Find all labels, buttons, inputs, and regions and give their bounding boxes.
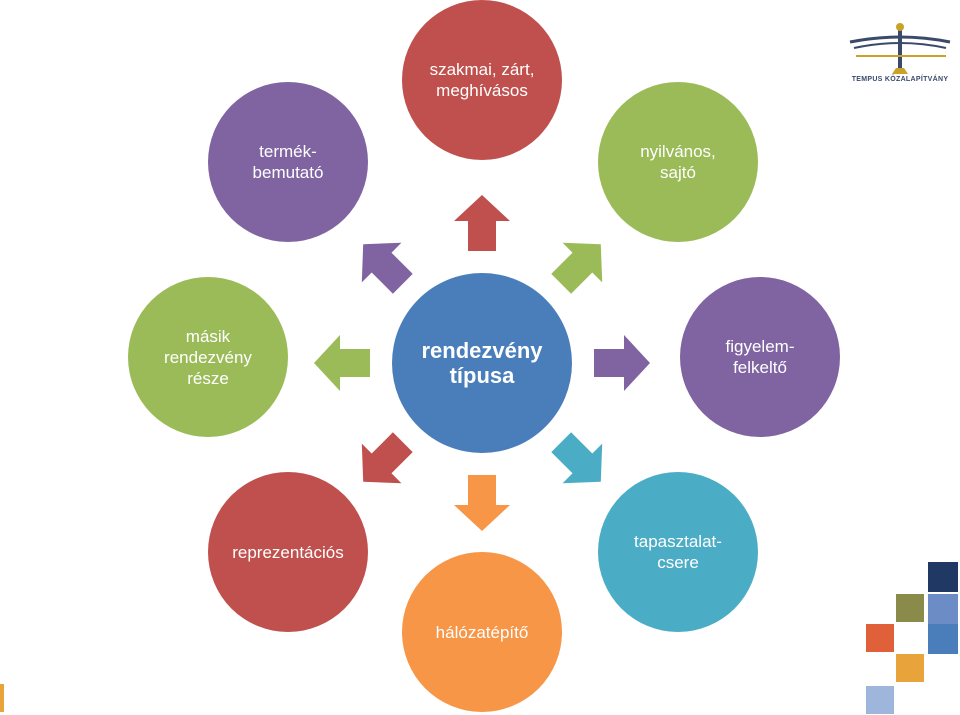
node-termek	[208, 82, 368, 242]
arrow-reprezentacios	[361, 432, 413, 484]
node-label-reprezentacios: reprezentációs	[232, 542, 344, 562]
node-szakmai	[402, 0, 562, 160]
tempus-logo: TEMPUS KÖZALAPÍTVÁNY	[846, 22, 954, 92]
arrow-figyelem	[594, 335, 650, 391]
node-reprezentacios	[208, 472, 368, 632]
center-node	[392, 273, 572, 453]
node-label-szakmai: szakmai, zárt, meghívásos	[429, 60, 535, 100]
decorative-square	[866, 624, 894, 652]
node-masik	[128, 277, 288, 437]
decorative-square	[928, 594, 958, 624]
circle-group	[128, 0, 840, 712]
arrow-szakmai	[454, 195, 510, 251]
arrow-tapasztalat	[551, 432, 603, 484]
arrow-termek	[361, 242, 413, 294]
node-label-figyelem: figyelem- felkeltő	[725, 337, 795, 377]
logo-text: TEMPUS KÖZALAPÍTVÁNY	[851, 76, 949, 83]
arrow-nyilvanos	[551, 242, 603, 294]
decorative-square	[928, 562, 958, 592]
arrow-masik	[314, 335, 370, 391]
decorative-square	[866, 686, 894, 714]
node-figyelem	[680, 277, 840, 437]
node-nyilvanos	[598, 82, 758, 242]
node-tapasztalat	[598, 472, 758, 632]
center-label: rendezvény típusa	[421, 338, 543, 388]
node-label-termek: termék- bemutató	[252, 142, 324, 182]
decorative-square	[928, 624, 958, 654]
edge-accent-bar	[0, 684, 4, 712]
node-label-halozat: hálózatépítő	[435, 622, 529, 642]
arrow-group	[314, 195, 650, 531]
decorative-square	[896, 594, 924, 622]
decorative-square	[896, 654, 924, 682]
node-label-masik: másik rendezvény része	[164, 326, 252, 388]
scales-icon	[849, 23, 951, 74]
node-label-tapasztalat: tapasztalat- csere	[634, 532, 722, 572]
node-label-nyilvanos: nyilvános, sajtó	[640, 142, 716, 182]
arrow-halozat	[454, 475, 510, 531]
node-halozat	[402, 552, 562, 712]
